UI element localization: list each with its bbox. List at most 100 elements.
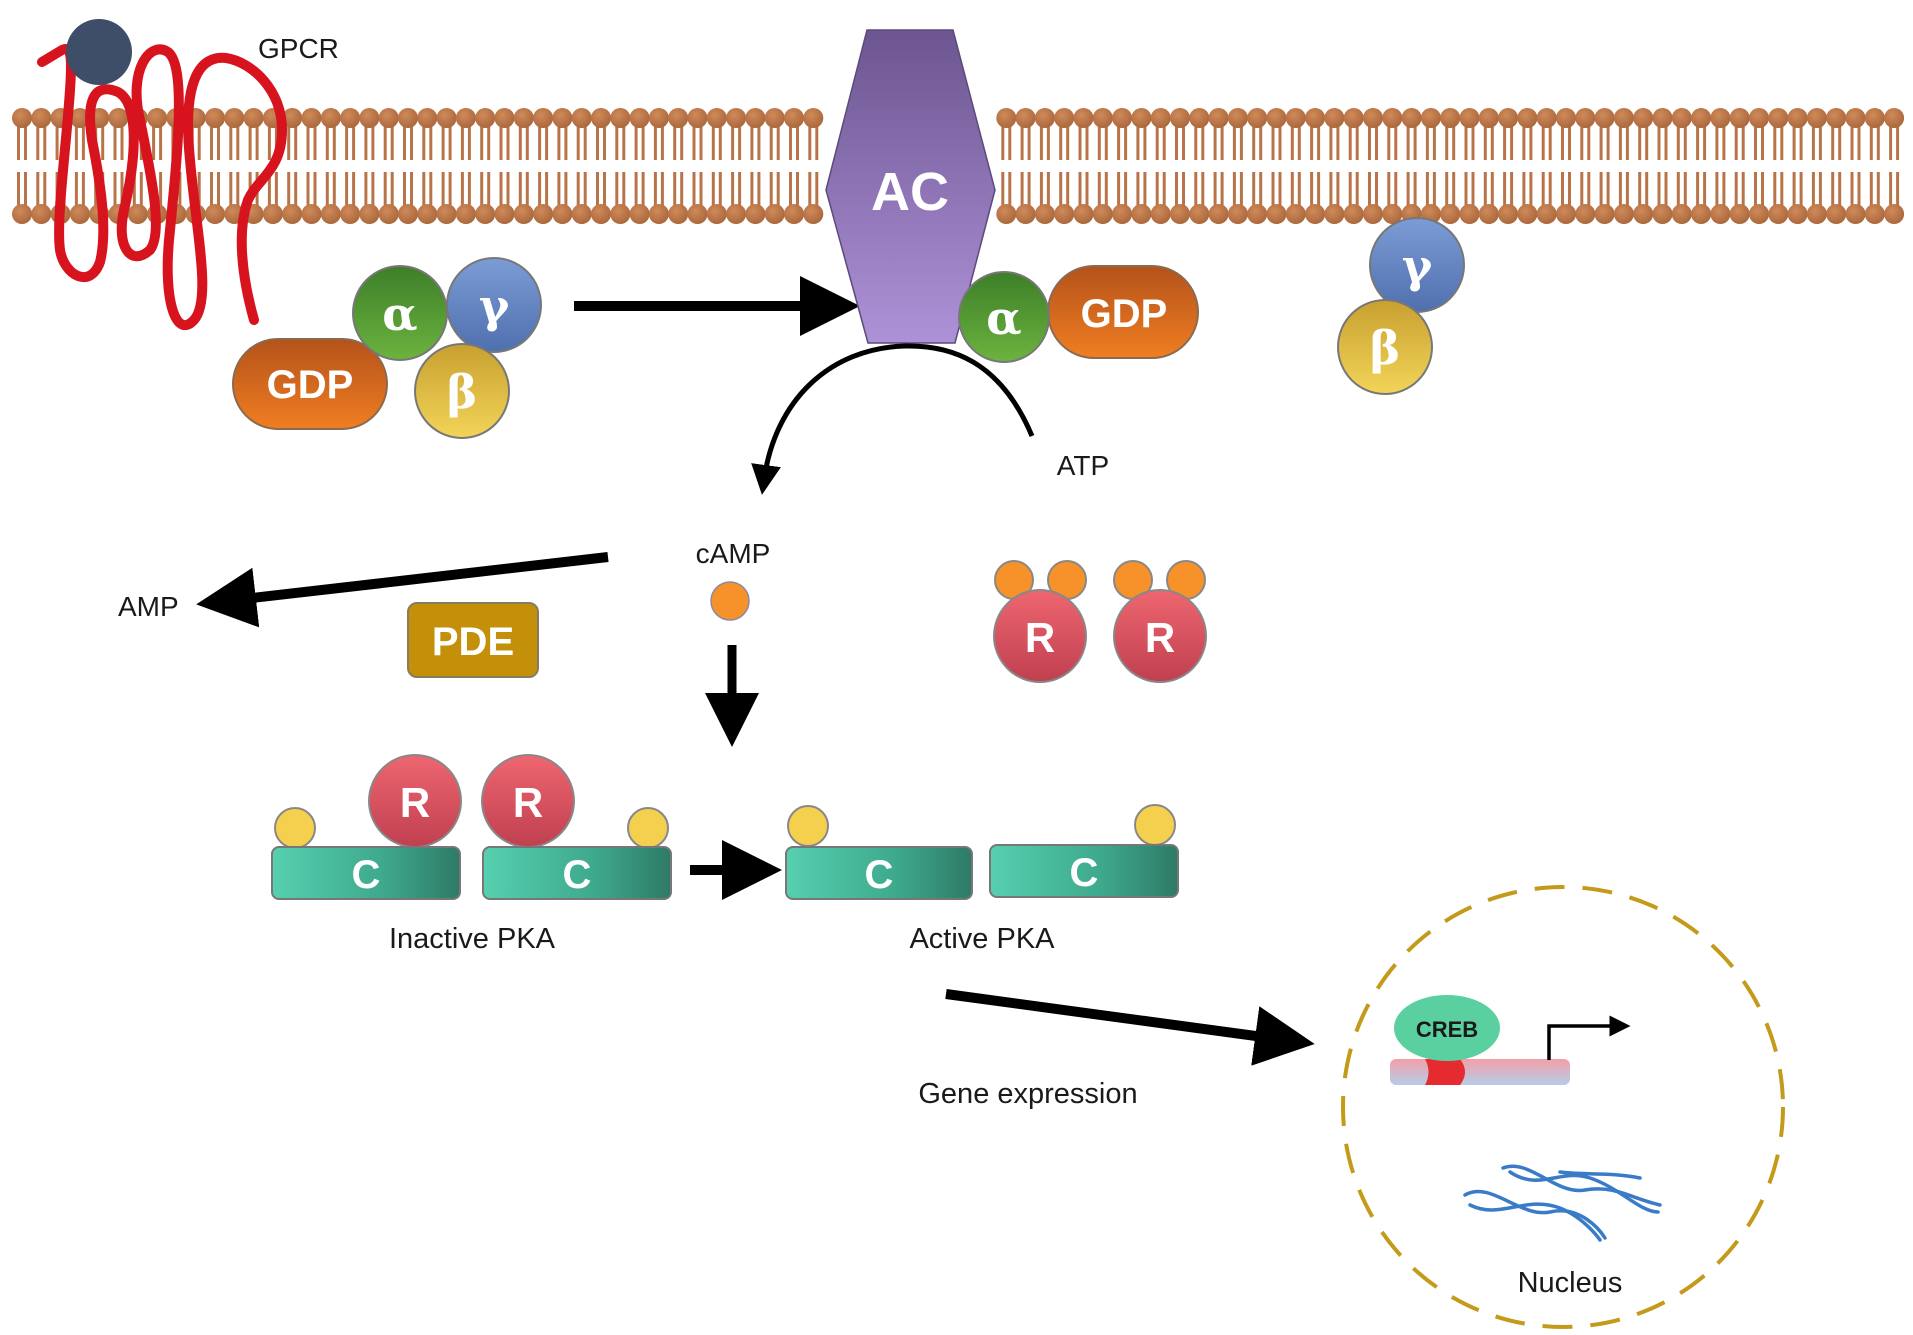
ac-label: AC (871, 162, 949, 222)
plasma-membrane (12, 108, 1905, 224)
lipid-head (1247, 204, 1268, 224)
lipid-head (764, 108, 785, 128)
lipid-head (1285, 204, 1306, 224)
lipid-head (127, 204, 148, 224)
creb-label: CREB (1416, 1017, 1478, 1042)
catalytic-subunit-active-1 (785, 846, 973, 900)
lipid-head (1189, 108, 1210, 128)
nuclear-envelope (1341, 885, 1785, 1329)
lipid-head (687, 204, 708, 224)
lipid-head (1806, 108, 1827, 128)
lipid-head (1556, 204, 1576, 224)
lipid-head (1536, 204, 1557, 224)
lipid-head (1112, 108, 1133, 128)
transcription-start-arrow (1547, 1015, 1631, 1060)
lipid-head (378, 108, 399, 128)
phosphate (274, 807, 316, 849)
lipid-head (320, 108, 341, 128)
r-inactive-2-label: R (513, 779, 543, 826)
lipid-head (1227, 108, 1248, 128)
catalytic-subunit-inactive-1 (271, 846, 461, 900)
lipid-head (1671, 108, 1692, 128)
lipid-head (1015, 108, 1036, 128)
lipid-head (1324, 204, 1345, 224)
camp-to-amp-arrow (196, 552, 609, 628)
lipid-head (784, 204, 804, 224)
lipid-head (1884, 204, 1905, 224)
alpha-right (958, 271, 1050, 363)
amp-label: AMP (118, 591, 179, 622)
lipid-head (436, 108, 457, 128)
lipid-head (1691, 204, 1712, 224)
c-inactive-1-label: C (352, 853, 381, 897)
r-free-1-label: R (1025, 614, 1055, 661)
ligand (66, 19, 132, 85)
lipid-head (1363, 108, 1383, 128)
regulatory-subunit-free-1 (993, 589, 1087, 683)
lipid-head (1749, 108, 1769, 128)
lipid-head (726, 204, 747, 224)
lipid-head (1054, 108, 1075, 128)
lipid-head (398, 108, 418, 128)
nucleus-label: Nucleus (1518, 1267, 1623, 1299)
lipid-head (1710, 204, 1731, 224)
lipid-head (1845, 204, 1866, 224)
inactive-pka: R R C C (271, 754, 672, 900)
lipid-head (12, 204, 32, 224)
lipid-head (1884, 108, 1905, 128)
lipid-head (533, 108, 554, 128)
lipid-head (706, 108, 727, 128)
lipid-head (494, 204, 515, 224)
lipid-head (340, 204, 361, 224)
lipid-head (1170, 204, 1190, 224)
creb-protein (1394, 995, 1500, 1061)
lipid-head (340, 108, 361, 128)
lipid-head (1787, 108, 1808, 128)
lipid-head (1073, 204, 1094, 224)
gene-expression-arrow (945, 989, 1315, 1066)
alpha-left-label: α (382, 287, 417, 341)
lipid-head (1729, 108, 1750, 128)
lipid-head (1401, 108, 1422, 128)
lipid-head (1073, 108, 1094, 128)
regulatory-subunits-bound-camp: R R (993, 560, 1207, 683)
lipid-head (1652, 108, 1673, 128)
lipid-head (1363, 204, 1383, 224)
lipid-head (1266, 204, 1287, 224)
lipid-head (1324, 108, 1345, 128)
lipid-head (1343, 108, 1364, 128)
lipid-head (147, 108, 168, 128)
gdp-right-label: GDP (1081, 292, 1168, 336)
lipid-head (1787, 204, 1808, 224)
lipid-head (1671, 204, 1692, 224)
lipid-head (436, 204, 457, 224)
lipid-head (224, 108, 245, 128)
lipid-head (1594, 204, 1615, 224)
lipid-head (1382, 108, 1403, 128)
lipid-head (706, 204, 727, 224)
lipid-head (1459, 204, 1480, 224)
lipid-head (552, 204, 573, 224)
c-active-1-label: C (865, 853, 894, 897)
lipid-head (69, 108, 90, 128)
camp-label: cAMP (696, 538, 771, 569)
lipid-head (1536, 108, 1557, 128)
lipid-head (31, 204, 52, 224)
lipid-head (726, 108, 747, 128)
lipid-head (1092, 204, 1113, 224)
lipid-head (610, 108, 631, 128)
g-beta-gamma-dimer: γ β (1337, 217, 1465, 395)
lipid-head (1150, 108, 1171, 128)
lipid-head (1112, 204, 1133, 224)
lipid-head (745, 204, 766, 224)
lipid-head (1517, 204, 1538, 224)
c-inactive-2-label: C (563, 853, 592, 897)
regulatory-subunit-free-2 (1113, 589, 1207, 683)
lipid-head (1285, 108, 1306, 128)
gpcr-chain (37, 44, 287, 331)
lipid-head (455, 108, 476, 128)
lipid-head (996, 204, 1017, 224)
chromatin-dna-helix-icon (1463, 1164, 1662, 1242)
lipid-head (1613, 108, 1634, 128)
